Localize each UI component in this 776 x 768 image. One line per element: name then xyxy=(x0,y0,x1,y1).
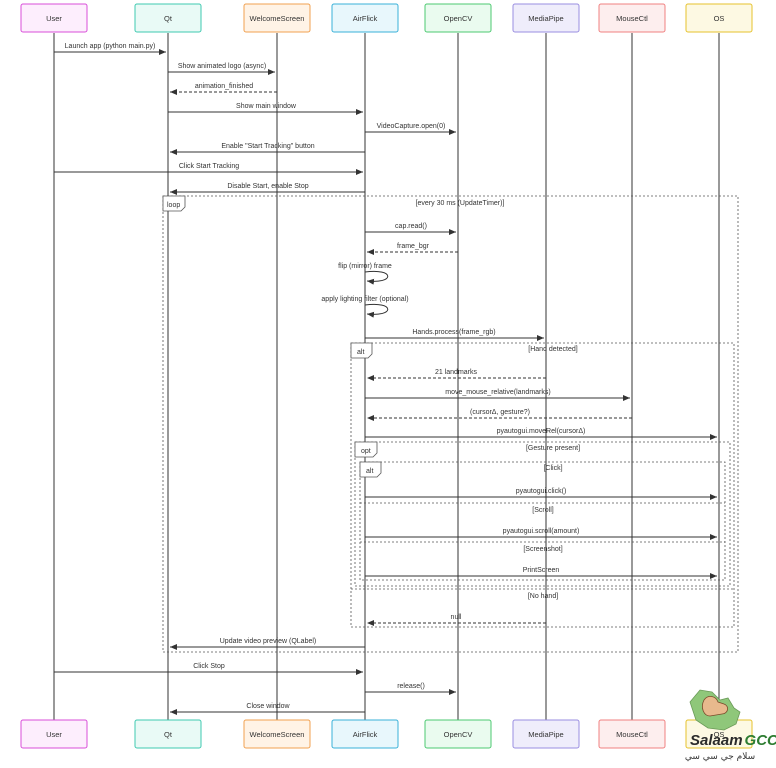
participant-box-qt-bottom xyxy=(134,719,202,749)
participant-label-mediapipe-bottom: MediaPipe xyxy=(528,730,563,739)
alt-gesture-else-guard-screenshot: [Screenshot] xyxy=(523,546,562,553)
participant-label-welcome: WelcomeScreen xyxy=(250,14,305,23)
message-label: apply lighting filter (optional) xyxy=(321,296,408,303)
message-arrow-self xyxy=(364,303,389,318)
alt-hand-fragment xyxy=(350,342,735,628)
hand-icon xyxy=(702,696,728,717)
participant-box-mediapipe xyxy=(512,3,580,33)
message-label: move_mouse_relative(landmarks) xyxy=(445,389,550,396)
alt-gesture-guard: [Click] xyxy=(543,465,562,472)
message-arrow-self xyxy=(364,270,389,285)
participant-label-qt-bottom: Qt xyxy=(164,730,173,739)
message-label: Enable "Start Tracking" button xyxy=(221,143,314,150)
participant-box-airflick-bottom xyxy=(331,719,399,749)
message-label: animation_finished xyxy=(195,83,253,90)
participants-top: User Qt WelcomeScreen AirFlick OpenCV Me… xyxy=(20,3,753,33)
message-label: null xyxy=(451,614,462,621)
alt-gesture-keyword: alt xyxy=(366,468,373,475)
alt-gesture-else-guard-scroll: [Scroll] xyxy=(532,507,553,514)
participant-box-welcome-bottom xyxy=(243,719,311,749)
participant-box-mediapipe-bottom xyxy=(512,719,580,749)
watermark-arabic-text: سلام جي سي سي xyxy=(685,752,755,762)
message-label: Hands.process(frame_rgb) xyxy=(412,329,495,336)
message-label: Launch app (python main.py) xyxy=(65,43,156,50)
message-label: Disable Start, enable Stop xyxy=(227,183,308,190)
alt-hand-keyword: alt xyxy=(357,349,364,356)
opt-keyword: opt xyxy=(361,448,371,455)
participant-label-mousectl-bottom: MouseCtl xyxy=(616,730,648,739)
alt-gesture-fragment xyxy=(359,461,726,581)
message-label: Click Stop xyxy=(193,663,225,670)
messages: Launch app (python main.py) Show animate… xyxy=(54,43,717,715)
participant-label-user: User xyxy=(46,14,62,23)
participant-label-opencv: OpenCV xyxy=(444,14,473,23)
alt-hand-else-guard: [No hand] xyxy=(528,593,558,600)
opt-tag-box xyxy=(354,441,378,458)
message-label: release() xyxy=(397,683,425,690)
message-label: pyautogui.scroll(amount) xyxy=(503,528,580,535)
participant-box-user xyxy=(20,3,88,33)
message-label: Update video preview (QLabel) xyxy=(220,638,317,645)
loop-tag-box xyxy=(162,195,186,212)
alt-hand-tag-box xyxy=(350,342,373,359)
opt-fragment xyxy=(354,441,731,587)
participant-label-welcome-bottom: WelcomeScreen xyxy=(250,730,305,739)
participant-box-mousectl-bottom xyxy=(598,719,666,749)
participant-box-os xyxy=(685,3,753,33)
message-label: (cursorΔ, gesture?) xyxy=(470,409,530,416)
participant-box-opencv-bottom xyxy=(424,719,492,749)
message-label: PrintScreen xyxy=(523,567,560,574)
message-label: frame_bgr xyxy=(397,243,430,250)
message-label: 21 landmarks xyxy=(435,369,478,376)
participant-label-user-bottom: User xyxy=(46,730,62,739)
lifelines xyxy=(53,33,720,720)
alt-gesture-tag-box xyxy=(359,461,382,478)
participants-bottom: User Qt WelcomeScreen AirFlick OpenCV Me… xyxy=(20,719,753,749)
participant-box-mousectl xyxy=(598,3,666,33)
fragments: loop [every 30 ms (UpdateTimer)] alt [Ha… xyxy=(162,195,739,653)
message-label: flip (mirror) frame xyxy=(338,263,392,270)
participant-box-user-bottom xyxy=(20,719,88,749)
participant-label-os: OS xyxy=(714,14,725,23)
participant-label-mediapipe: MediaPipe xyxy=(528,14,563,23)
participant-label-mousectl: MouseCtl xyxy=(616,14,648,23)
message-label: Click Start Tracking xyxy=(179,163,239,170)
message-label: cap.read() xyxy=(395,223,427,230)
participant-label-opencv-bottom: OpenCV xyxy=(444,730,473,739)
participant-label-airflick-bottom: AirFlick xyxy=(353,730,378,739)
message-label: Close window xyxy=(246,703,290,710)
participant-box-airflick xyxy=(331,3,399,33)
loop-keyword: loop xyxy=(167,202,180,209)
participant-label-airflick: AirFlick xyxy=(353,14,378,23)
participant-box-welcome xyxy=(243,3,311,33)
message-label: pyautogui.click() xyxy=(516,488,567,495)
message-label: Show animated logo (async) xyxy=(178,63,266,70)
loop-fragment xyxy=(162,195,739,653)
participant-label-qt: Qt xyxy=(164,14,173,23)
participant-box-opencv xyxy=(424,3,492,33)
opt-guard: [Gesture present] xyxy=(526,445,580,452)
message-label: Show main window xyxy=(236,103,297,110)
participant-box-qt xyxy=(134,3,202,33)
participant-label-os-bottom: OS xyxy=(714,730,725,739)
alt-hand-guard: [Hand detected] xyxy=(528,346,577,353)
loop-guard: [every 30 ms (UpdateTimer)] xyxy=(416,200,505,207)
message-label: pyautogui.moveRel(cursorΔ) xyxy=(497,428,586,435)
message-label: VideoCapture.open(0) xyxy=(377,123,446,130)
